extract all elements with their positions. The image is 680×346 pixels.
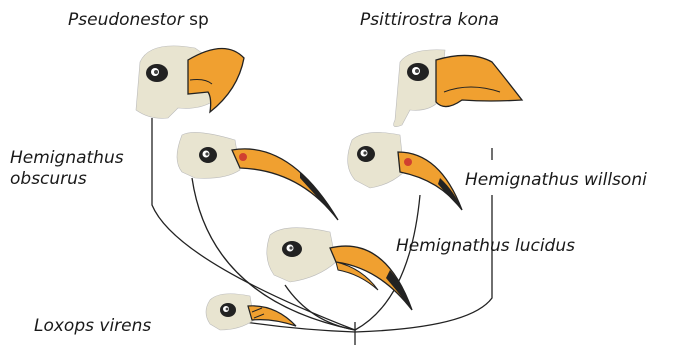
- label-h-obscurus-line2: obscurus: [10, 169, 87, 189]
- branch-lucidus: [285, 285, 355, 330]
- h-willsoni-head: [348, 132, 462, 210]
- label-h-willsoni-name: Hemignathus willsoni: [465, 170, 647, 190]
- label-psittirostra: Psittirostra kona: [360, 10, 499, 31]
- label-psittirostra-name: Psittirostra kona: [360, 10, 499, 30]
- label-pseudonestor: Pseudonestor sp: [68, 10, 209, 31]
- label-pseudonestor-genus: Pseudonestor: [68, 10, 184, 30]
- label-h-obscurus-line1: Hemignathus: [10, 148, 124, 168]
- h-obscurus-head: [177, 132, 338, 220]
- psittirostra-head: [394, 50, 522, 127]
- label-h-lucidus-name: Hemignathus lucidus: [396, 236, 575, 256]
- label-h-willsoni: Hemignathus willsoni: [465, 170, 647, 191]
- pseudonestor-head: [136, 46, 244, 118]
- label-h-lucidus: Hemignathus lucidus: [396, 236, 575, 257]
- label-pseudonestor-epithet: sp: [189, 10, 209, 30]
- label-loxops-name: Loxops virens: [34, 316, 151, 336]
- label-loxops: Loxops virens: [34, 316, 151, 337]
